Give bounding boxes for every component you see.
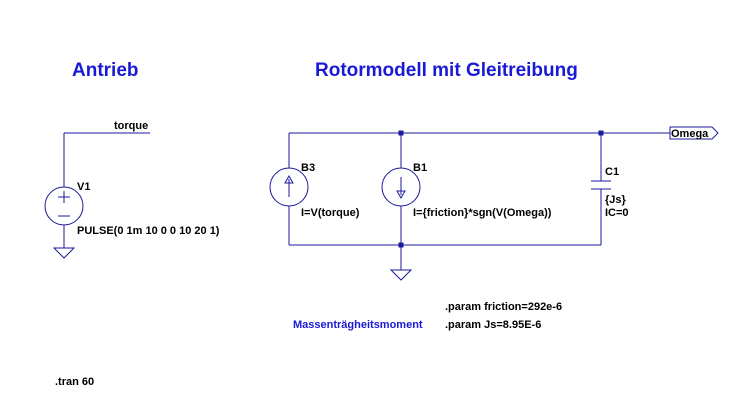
net-label-omega: Omega [671,128,709,140]
c1-value: {Js} [605,194,627,206]
junction-node-top-b1 [398,130,404,136]
junction-node-top-c1 [598,130,604,136]
c1-initial-condition: IC=0 [605,207,629,219]
directive-param-friction[interactable]: .param friction=292e-6 [445,301,562,313]
current-source-b3[interactable] [269,167,309,207]
ground-symbol-rotor [389,245,413,281]
v1-name: V1 [77,181,90,193]
current-source-b1[interactable] [381,167,421,207]
b1-name: B1 [413,162,427,174]
directive-tran[interactable]: .tran 60 [55,376,94,388]
net-flag-omega[interactable] [669,126,719,140]
ground-symbol-drive [52,247,76,259]
b1-value: I={friction}*sgn(V(Omega)) [413,207,552,219]
voltage-source-v1[interactable] [44,186,84,226]
net-label-torque: torque [114,120,148,132]
capacitor-c1[interactable] [591,180,611,190]
b3-value: I=V(torque) [301,207,360,219]
b3-name: B3 [301,162,315,174]
title-rotormodell: Rotormodell mit Gleitreibung [315,60,578,81]
directive-param-js[interactable]: .param Js=8.95E-6 [445,319,541,331]
rotor-wires [288,132,670,270]
drive-wires [63,132,150,248]
title-antrieb: Antrieb [72,60,139,81]
c1-name: C1 [605,166,619,178]
v1-value: PULSE(0 1m 10 0 0 10 20 1) [77,225,220,237]
comment-massentraegheitsmoment: Massenträgheitsmoment [293,319,423,331]
